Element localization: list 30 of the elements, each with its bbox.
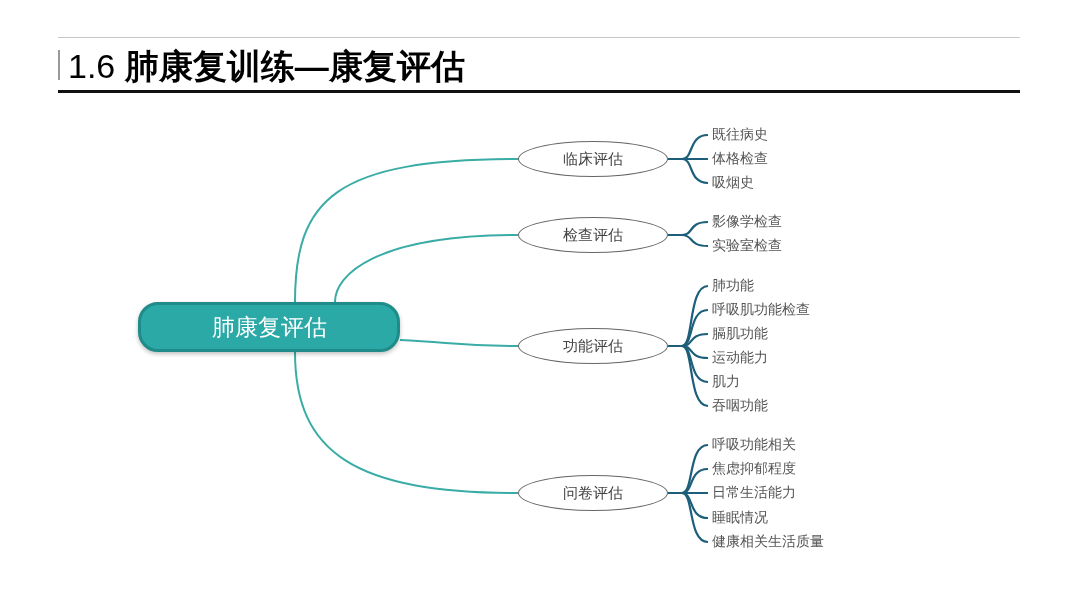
- subtopic-label: 日常生活能力: [712, 483, 796, 503]
- subtopic-label: 影像学检查: [712, 212, 782, 232]
- subtopic-label: 运动能力: [712, 348, 768, 368]
- topic-ellipse: 问卷评估: [518, 475, 668, 511]
- connector-line: [294, 351, 519, 494]
- subtopic-label: 吞咽功能: [712, 396, 768, 416]
- connector-line: [668, 233, 709, 248]
- subtopic-label: 肌力: [712, 372, 740, 392]
- topic-ellipse: 临床评估: [518, 141, 668, 177]
- subtopic-label: 睡眠情况: [712, 508, 768, 528]
- connector-line: [668, 491, 709, 544]
- subtopic-label: 呼吸肌功能检查: [712, 300, 810, 320]
- connector-line: [294, 158, 519, 303]
- subtopic-label: 既往病史: [712, 125, 768, 145]
- subtopic-label: 体格检查: [712, 149, 768, 169]
- subtopic-label: 肺功能: [712, 276, 754, 296]
- slide-title: 1.6 肺康复训练—康复评估: [68, 46, 465, 87]
- connector-line: [399, 339, 519, 347]
- subtopic-label: 焦虑抑郁程度: [712, 459, 796, 479]
- subtopic-label: 健康相关生活质量: [712, 532, 824, 552]
- connector-line: [334, 234, 519, 303]
- connector-line: [668, 157, 709, 185]
- subtopic-label: 呼吸功能相关: [712, 435, 796, 455]
- subtopic-label: 吸烟史: [712, 173, 754, 193]
- root-topic-box: 肺康复评估: [138, 302, 400, 352]
- connector-line: [668, 344, 709, 408]
- subtopic-label: 膈肌功能: [712, 324, 768, 344]
- topic-ellipse: 检查评估: [518, 217, 668, 253]
- topic-ellipse: 功能评估: [518, 328, 668, 364]
- subtopic-label: 实验室检查: [712, 236, 782, 256]
